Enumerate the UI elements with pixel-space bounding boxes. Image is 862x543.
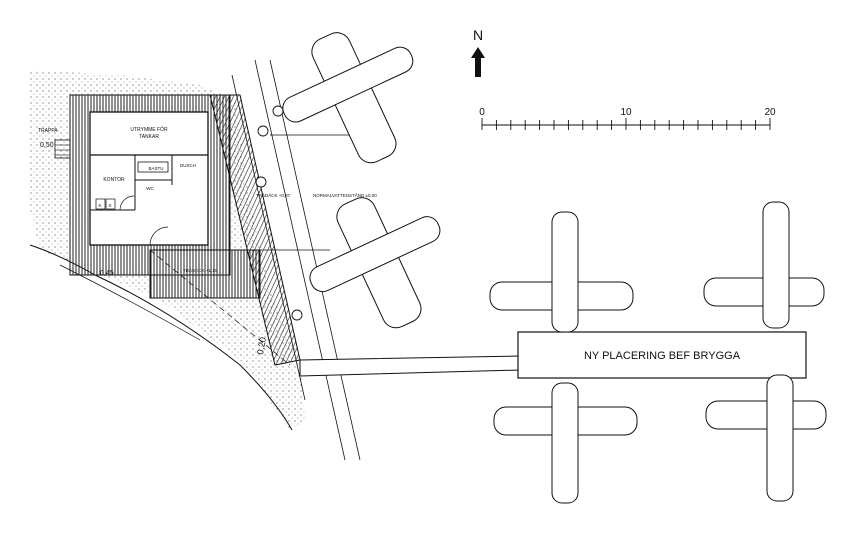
dim-a-label: 0,45 bbox=[100, 270, 114, 277]
boat-lower-right bbox=[705, 374, 827, 502]
stair-dim-label: 0,50 bbox=[40, 142, 54, 149]
deck-level-label: TRÄDÄCK +1,10 bbox=[183, 267, 218, 273]
boat-hull bbox=[311, 32, 397, 164]
building bbox=[54, 94, 303, 366]
scale-bar: 0 10 20 bbox=[479, 107, 776, 130]
scale-tick-label: 20 bbox=[764, 107, 776, 118]
boat-upper-left bbox=[489, 211, 634, 333]
boat-lower-left bbox=[493, 382, 638, 504]
new-dock: NY PLACERING BEF BRYGGA bbox=[517, 331, 807, 379]
sauna-label: BASTU bbox=[148, 166, 163, 171]
boat-wing bbox=[309, 216, 441, 293]
scale-tick-label: 0 bbox=[479, 107, 485, 118]
shower-label: DUSCH bbox=[180, 163, 196, 168]
stair-label: TRAPPA bbox=[38, 128, 58, 134]
north-letter: N bbox=[473, 27, 483, 43]
wc-label: WC bbox=[146, 186, 154, 191]
pier-walkway bbox=[299, 355, 521, 377]
cell-k-label: K bbox=[98, 203, 101, 208]
new-boats bbox=[489, 201, 827, 504]
office-label: KONTOR bbox=[103, 177, 125, 183]
deck-level-2-label: TRÄDÄCK +0,87 bbox=[256, 192, 291, 198]
north-arrow: N bbox=[471, 27, 485, 77]
scale-tick-label: 10 bbox=[620, 107, 632, 118]
dim-b-label: 0,20 bbox=[255, 336, 268, 355]
cell-s-label: S bbox=[108, 203, 111, 208]
north-arrow-icon bbox=[471, 47, 485, 77]
old-boats-upper bbox=[282, 32, 441, 329]
water-level-label: NORMALVATTENSTÅND ±0,00 bbox=[313, 192, 377, 198]
new-dock-label: NY PLACERING BEF BRYGGA bbox=[584, 350, 741, 362]
boat-upper-right bbox=[703, 201, 825, 329]
boat-wing bbox=[282, 46, 414, 123]
